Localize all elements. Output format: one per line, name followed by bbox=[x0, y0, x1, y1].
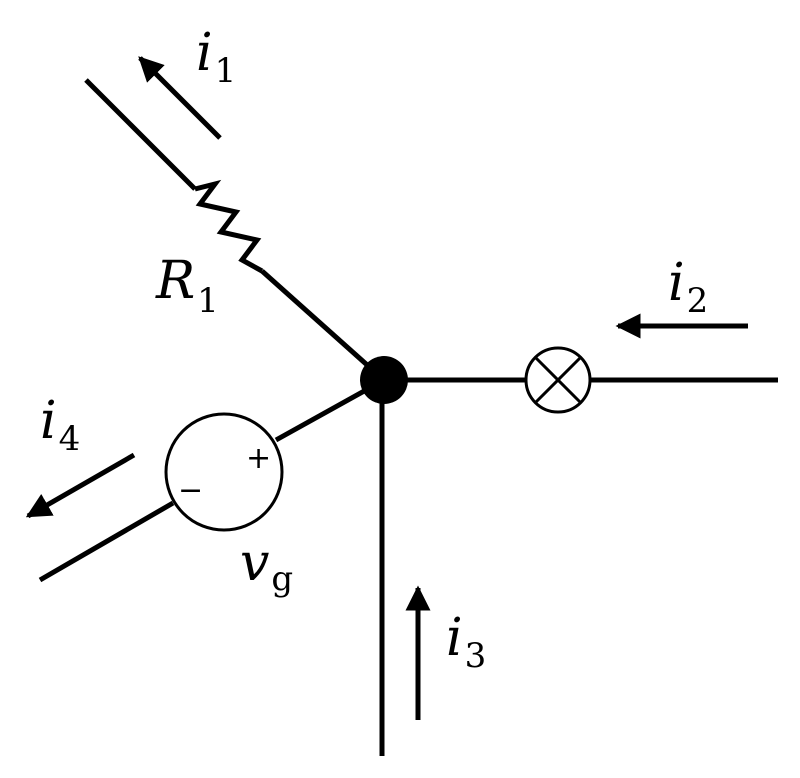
resistor-r1-zigzag bbox=[194, 179, 264, 274]
wire-r1-inner bbox=[260, 269, 386, 382]
label-r1: R1 bbox=[155, 251, 219, 321]
label-i1: i1 bbox=[196, 23, 236, 91]
branch-lamp bbox=[384, 346, 778, 414]
label-i3: i3 bbox=[446, 608, 486, 676]
wire-source-outer bbox=[38, 500, 175, 583]
junction-node bbox=[360, 356, 408, 404]
source-plus-sign: + bbox=[246, 441, 271, 476]
arrow-i1 bbox=[138, 56, 222, 140]
voltage-source-circle bbox=[164, 412, 284, 532]
label-i2: i2 bbox=[668, 253, 708, 321]
label-vg: vg bbox=[240, 533, 293, 599]
source-minus-sign: − bbox=[178, 473, 203, 508]
lamp-cross-b bbox=[533, 355, 583, 405]
label-i4: i4 bbox=[40, 391, 80, 459]
arrow-i4 bbox=[25, 452, 136, 519]
wire-r1-outer bbox=[84, 78, 197, 191]
branch-voltage-source: + − bbox=[38, 377, 386, 583]
branch-resistor-r1 bbox=[84, 78, 386, 382]
